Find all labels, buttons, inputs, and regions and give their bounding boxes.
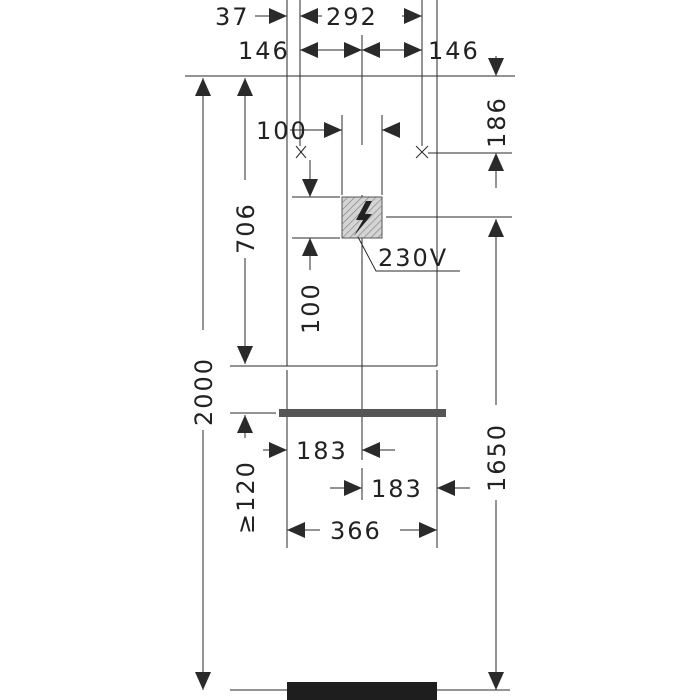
socket-voltage-label: 230V (378, 244, 448, 272)
dim-label-292: 292 (326, 3, 378, 31)
fixing-point-cross-icon (295, 145, 307, 159)
dim-label-706: 706 (232, 202, 260, 254)
fixing-point-cross-icon (415, 145, 429, 159)
dim-label-min-120: ≥120 (232, 460, 260, 534)
floor-block (287, 682, 437, 700)
dim-label-366: 366 (330, 517, 382, 545)
electrical-socket-icon (341, 196, 383, 239)
dim-label-146-right: 146 (428, 37, 480, 65)
dim-label-37: 37 (215, 3, 250, 31)
dim-label-146-left: 146 (238, 37, 290, 65)
dimension-arrowheads (195, 8, 504, 690)
dim-label-183-right: 183 (371, 475, 423, 503)
cabinet-outline (185, 0, 515, 460)
lower-extension-lines (230, 152, 512, 691)
dim-label-2000: 2000 (190, 357, 218, 426)
lightning-bolt-icon (354, 201, 372, 236)
dim-label-183-left: 183 (296, 437, 348, 465)
dim-label-100-top: 100 (256, 117, 308, 145)
dim-label-186: 186 (483, 96, 511, 148)
shelf-bar (279, 409, 446, 417)
dim-label-100-socket: 100 (297, 282, 325, 334)
dim-label-1650: 1650 (483, 423, 511, 492)
